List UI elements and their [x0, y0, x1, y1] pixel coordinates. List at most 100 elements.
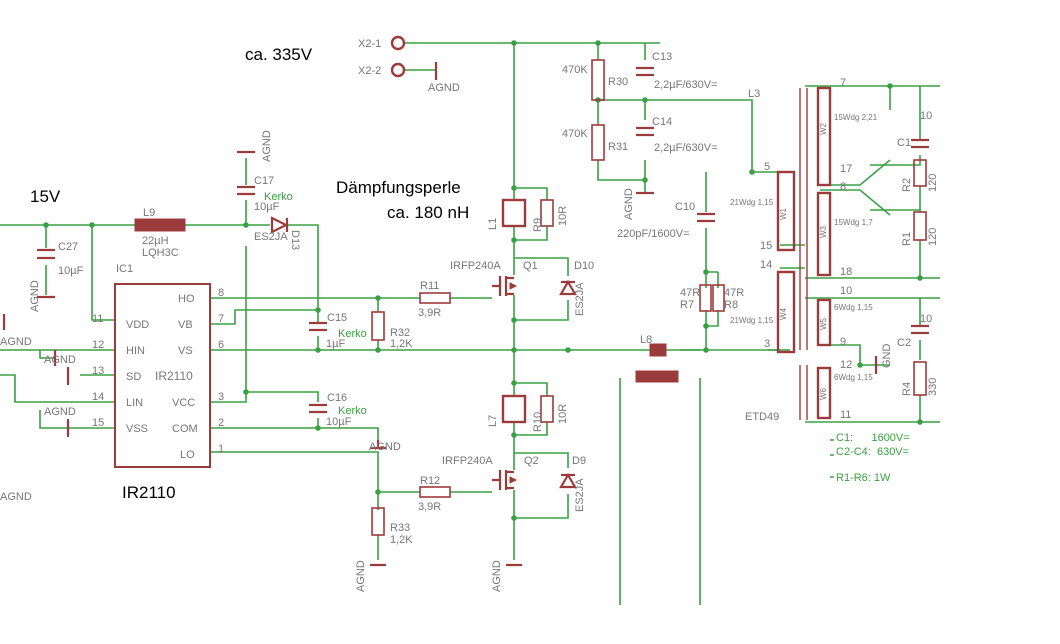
svg-text:120: 120 [927, 228, 939, 246]
svg-text:3: 3 [764, 338, 770, 350]
svg-text:11: 11 [92, 313, 103, 325]
capacitor-c15: C15 Kerko 1µF [309, 312, 367, 350]
capacitor-c14: C14 2,2µF/630V= [636, 116, 718, 154]
svg-text:7: 7 [840, 77, 846, 89]
transformer-etd49: ETD49 [745, 86, 832, 423]
resistor-r2: R2 120 [901, 159, 939, 192]
svg-text:10µF: 10µF [326, 416, 352, 428]
svg-text:3,9R: 3,9R [418, 307, 441, 319]
svg-text:18: 18 [840, 266, 852, 278]
svg-text:D10: D10 [574, 260, 594, 272]
svg-text:LIN: LIN [126, 397, 143, 409]
svg-text:1µF: 1µF [326, 338, 345, 350]
svg-text:R10: R10 [532, 412, 544, 432]
resistor-r11: R11 3,9R [418, 280, 451, 319]
notes: C1: 1600V= C2-C4: 630V= R1-R6: 1W [836, 432, 910, 484]
mosfet-q1: IRFP240A Q1 [450, 260, 538, 296]
svg-text:2,2µF/630V=: 2,2µF/630V= [654, 142, 718, 154]
svg-text:W6: W6 [819, 387, 828, 400]
svg-text:R11: R11 [420, 280, 439, 292]
svg-text:7: 7 [218, 313, 224, 325]
svg-text:470K: 470K [562, 64, 588, 76]
svg-text:LQH3C: LQH3C [142, 247, 179, 259]
svg-text:13: 13 [92, 365, 104, 377]
svg-text:15: 15 [760, 240, 772, 252]
diode-d9: D9 ES2JA [559, 455, 586, 512]
svg-text:22µH: 22µH [142, 235, 169, 247]
svg-text:VDD: VDD [126, 319, 149, 331]
svg-text:2,2µF/630V=: 2,2µF/630V= [654, 79, 718, 91]
svg-text:AGND: AGND [491, 560, 503, 592]
svg-text:8: 8 [218, 287, 224, 299]
svg-text:AGND: AGND [44, 354, 76, 366]
ic-ir2110: IC1 IR2110 11 VDD 12 HIN 13 SD 14 LIN 15… [92, 263, 224, 468]
junctions [43, 40, 923, 521]
svg-text:12: 12 [840, 359, 852, 371]
svg-text:14: 14 [92, 391, 104, 403]
ground-symbols-ic: AGND AGND AGND AGND [0, 314, 76, 503]
svg-text:10µF: 10µF [254, 201, 280, 213]
diode-d10: D10 ES2JA [559, 260, 594, 316]
svg-text:R4: R4 [901, 382, 913, 396]
svg-text:IC1: IC1 [116, 263, 133, 275]
capacitor-c2: 10 C2 [897, 313, 932, 349]
svg-text:C16: C16 [327, 392, 347, 404]
resistor-r30: 470K R30 [562, 59, 628, 101]
lv-label: 15V [30, 187, 61, 206]
svg-text:1,2K: 1,2K [390, 534, 413, 546]
svg-text:VS: VS [178, 345, 193, 357]
svg-text:X2-2: X2-2 [358, 65, 381, 77]
svg-text:COM: COM [172, 423, 198, 435]
svg-text:SD: SD [126, 371, 141, 383]
resistor-r9: R9 10R [532, 199, 569, 232]
svg-text:AGND: AGND [623, 188, 635, 220]
svg-text:W3: W3 [819, 225, 828, 238]
svg-text:6Wdg 1,15: 6Wdg 1,15 [834, 303, 873, 312]
svg-text:AGND: AGND [428, 82, 460, 94]
svg-text:5: 5 [764, 161, 770, 173]
svg-text:VSS: VSS [126, 423, 148, 435]
svg-text:AGND: AGND [355, 560, 367, 592]
resistor-r31: 470K R31 [562, 124, 628, 161]
ground-symbol-gnd: GND [874, 344, 893, 374]
svg-text:10R: 10R [557, 404, 569, 424]
svg-text:AGND: AGND [29, 280, 41, 312]
svg-text:C27: C27 [58, 241, 78, 253]
svg-text:10: 10 [920, 313, 932, 325]
svg-text:R9: R9 [532, 218, 544, 232]
svg-text:R2: R2 [901, 178, 913, 192]
svg-text:21Wdg 1,15: 21Wdg 1,15 [730, 316, 774, 325]
svg-text:C15: C15 [327, 312, 347, 324]
svg-text:C17: C17 [254, 175, 274, 187]
svg-text:R7: R7 [680, 299, 694, 311]
svg-text:6Wdg 1,15: 6Wdg 1,15 [834, 373, 873, 382]
bead-value: ca. 180 nH [387, 203, 469, 222]
svg-text:L7: L7 [487, 415, 499, 427]
winding-labels: 15Wdg 2,21 15Wdg 1,7 21Wdg 1,15 21Wdg 1,… [730, 113, 878, 400]
resistor-r4: R4 330 [901, 361, 939, 396]
svg-text:Kerko: Kerko [264, 191, 293, 203]
svg-text:L9: L9 [143, 207, 155, 219]
ic-name-label: IR2110 [122, 483, 176, 502]
svg-text:10µF: 10µF [58, 265, 84, 277]
svg-text:D9: D9 [572, 455, 586, 467]
ground-symbols-low: AGND AGND [355, 560, 522, 592]
resistor-r7: 47R R7 [680, 284, 712, 312]
svg-text:14: 14 [760, 259, 772, 271]
svg-text:R8: R8 [724, 299, 738, 311]
svg-text:D13: D13 [289, 230, 301, 250]
svg-text:9: 9 [840, 336, 846, 348]
svg-text:Q2: Q2 [524, 455, 539, 467]
inductor-l7: L7 [487, 394, 527, 427]
svg-text:15Wdg 2,21: 15Wdg 2,21 [834, 113, 878, 122]
svg-text:220pF/1600V=: 220pF/1600V= [617, 228, 689, 240]
svg-text:C10: C10 [675, 201, 695, 213]
transformer-pin-labels: 7 17 8 18 5 15 14 3 10 9 12 11 [760, 77, 852, 421]
svg-text:3,9R: 3,9R [418, 501, 441, 513]
svg-text:ES2JA: ES2JA [254, 231, 288, 243]
capacitor-c13: C13 2,2µF/630V= [636, 51, 718, 91]
inductor-l9: L9 22µH LQH3C [134, 207, 186, 259]
svg-text:ES2JA: ES2JA [574, 282, 586, 316]
capacitor-c10: C10 220pF/1600V= [617, 201, 715, 240]
